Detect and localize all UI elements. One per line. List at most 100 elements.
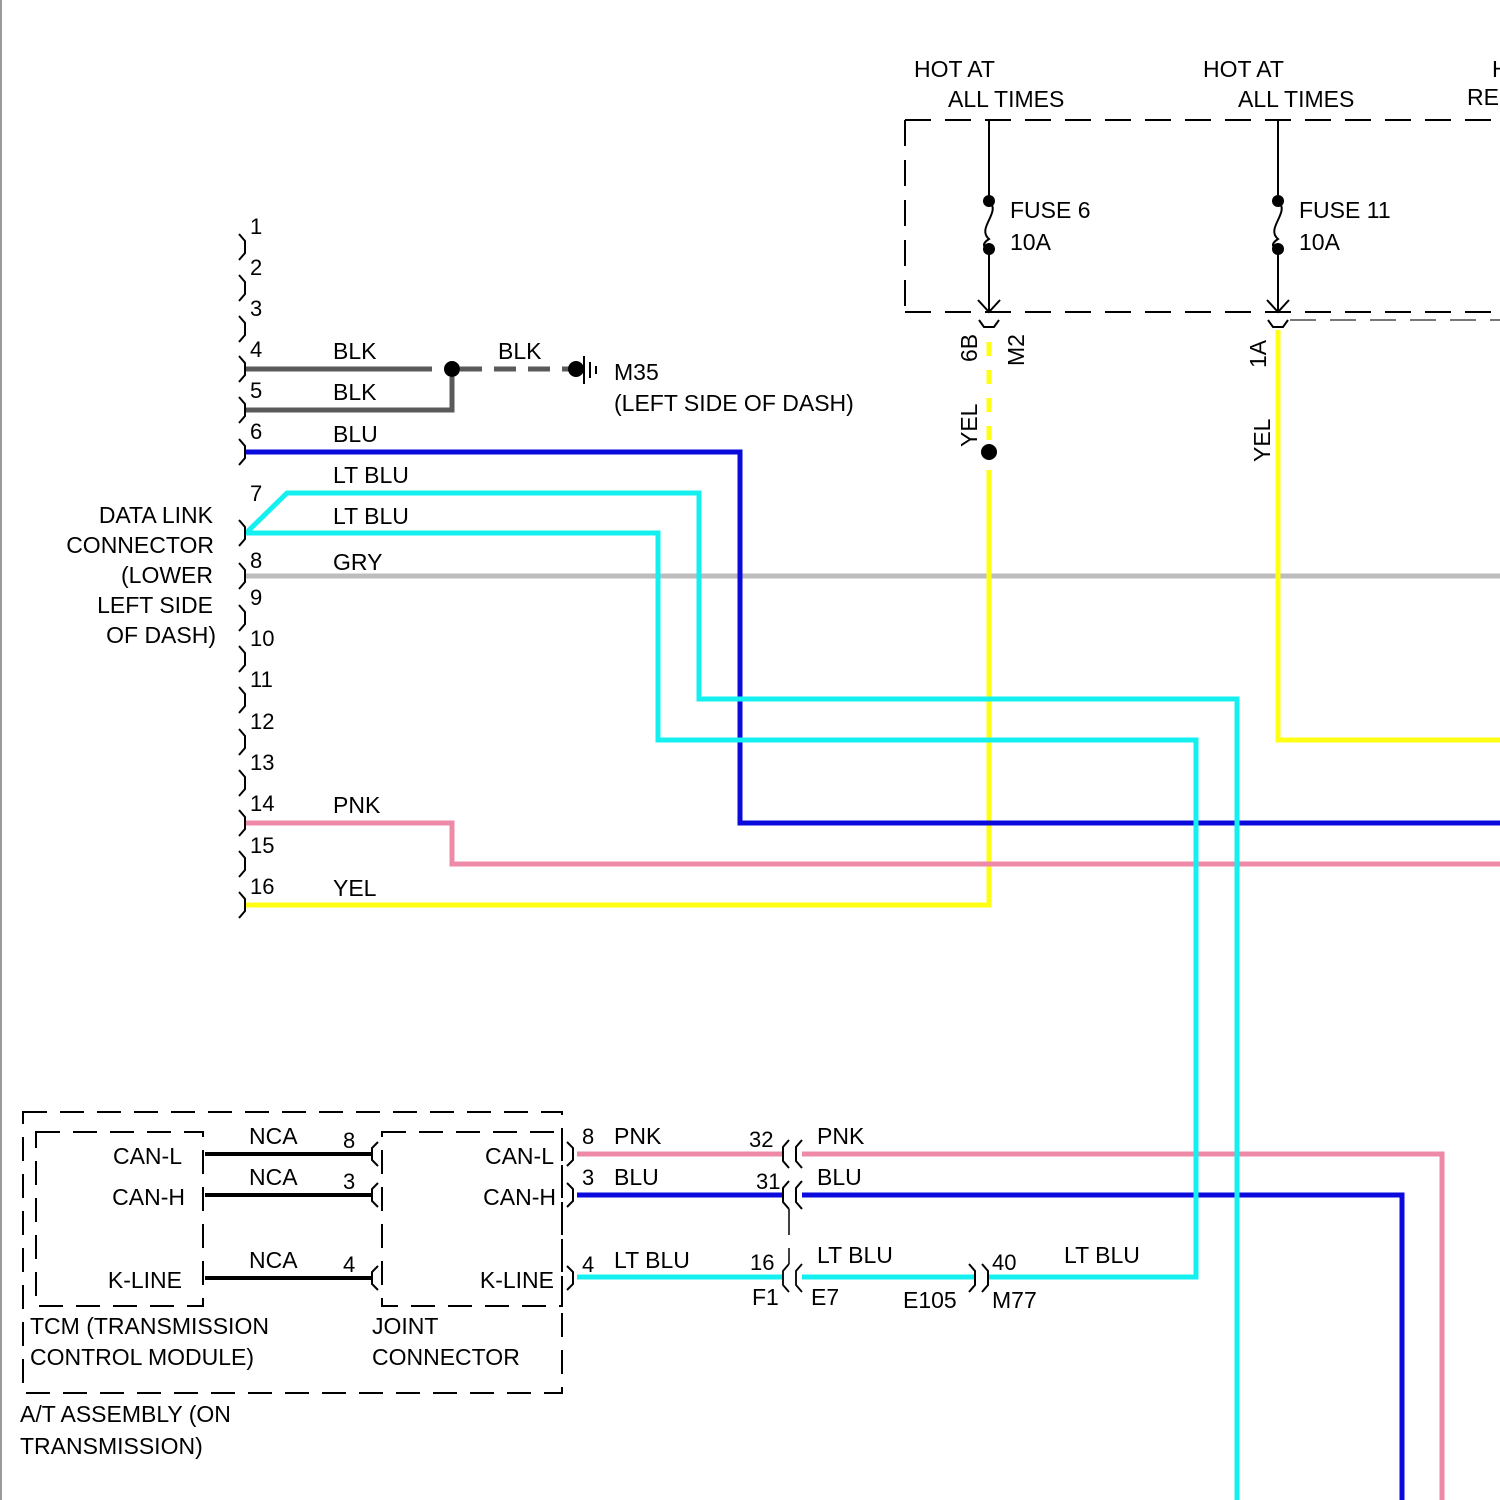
dlc-pin-15: 15	[250, 833, 274, 858]
svg-text:40: 40	[992, 1250, 1016, 1275]
dlc-title-line-2: CONNECTOR	[66, 532, 214, 558]
svg-text:4: 4	[582, 1252, 594, 1277]
dlc-pin-3: 3	[250, 296, 262, 321]
wire-label-pin7b: LT BLU	[333, 503, 409, 529]
dlc-pin-8: 8	[250, 548, 262, 573]
dlc-pin-bracket-icon	[239, 687, 245, 713]
dlc-pin-bracket-icon	[239, 810, 245, 836]
joint-signal-can-l: CAN-L	[485, 1143, 554, 1169]
connector-e7-label: E7	[811, 1284, 839, 1310]
wire-label-pin8: GRY	[333, 549, 382, 575]
svg-text:31: 31	[756, 1169, 780, 1194]
dlc-pin-bracket-icon	[239, 729, 245, 755]
joint-title-line-1: JOINT	[372, 1313, 438, 1339]
data-link-connector: DATA LINK CONNECTOR (LOWER LEFT SIDE OF …	[66, 214, 542, 918]
at-assembly: CAN-L CAN-H K-LINE NCA NCA NCA 8 3 4 CAN…	[23, 1112, 562, 1393]
connector-female-icon	[372, 1142, 378, 1166]
ground-terminal-dot	[568, 361, 584, 377]
wire-label-pin16: YEL	[333, 875, 377, 901]
svg-text:16: 16	[750, 1250, 774, 1275]
wire-label-yel-2: YEL	[1249, 418, 1275, 462]
dlc-title-line-3: (LOWER	[121, 562, 213, 588]
inline-connector-icon	[783, 1140, 802, 1168]
dlc-pin-1: 1	[250, 214, 262, 239]
dlc-pin-13: 13	[250, 750, 274, 775]
dlc-title-line-1: DATA LINK	[99, 502, 214, 528]
tcm-signal-can-l: CAN-L	[113, 1143, 182, 1169]
connector-6b-label: 6B	[956, 334, 982, 362]
splice-dot	[444, 361, 460, 377]
svg-text:3: 3	[343, 1169, 355, 1194]
svg-text:LT BLU: LT BLU	[614, 1247, 690, 1273]
svg-text:BLU: BLU	[614, 1164, 659, 1190]
svg-text:PNK: PNK	[817, 1123, 865, 1149]
fuse-11-symbol	[1273, 201, 1282, 249]
dlc-pin-9: 9	[250, 585, 262, 610]
hot-label-3-partial: H	[1492, 56, 1500, 82]
dlc-pin-11: 11	[250, 667, 273, 692]
joint-title-line-2: CONNECTOR	[372, 1344, 520, 1370]
dlc-pin-5: 5	[250, 378, 262, 403]
connector-f1-label: F1	[752, 1284, 779, 1310]
joint-signal-k-line: K-LINE	[480, 1267, 554, 1293]
connector-e105-label: E105	[903, 1287, 957, 1313]
wire-label-pin14: PNK	[333, 792, 381, 818]
dlc-pin-7: 7	[250, 481, 262, 506]
wire-pnk-pin14	[246, 823, 1500, 864]
fuse-block: HOT AT ALL TIMES HOT AT ALL TIMES H RE F…	[905, 56, 1500, 462]
connector-female-icon	[372, 1183, 378, 1207]
svg-text:3: 3	[582, 1165, 594, 1190]
svg-text:10A: 10A	[1299, 229, 1341, 255]
fuse-6: FUSE 6 10A	[978, 120, 1091, 312]
tcm-title-line-1: TCM (TRANSMISSION	[30, 1313, 269, 1339]
connector-female-icon	[372, 1266, 378, 1290]
svg-text:PNK: PNK	[614, 1123, 662, 1149]
dlc-pin-bracket-icon	[239, 275, 245, 301]
svg-text:NCA: NCA	[249, 1123, 298, 1149]
connector-1a-icon	[1268, 320, 1288, 327]
hot-at-all-times-label-1b: ALL TIMES	[948, 86, 1064, 112]
connector-m2-label: M2	[1003, 334, 1029, 366]
wire-label-yel-1: YEL	[956, 403, 982, 447]
dlc-pin-6: 6	[250, 419, 262, 444]
hot-at-all-times-label-2: HOT AT	[1203, 56, 1284, 82]
tcm-title-line-2: CONTROL MODULE)	[30, 1344, 254, 1370]
wire-pnk-can-l-out	[802, 1154, 1442, 1500]
dlc-pin-bracket-icon	[239, 892, 245, 918]
wire-label-pin6: BLU	[333, 421, 378, 447]
hot-at-all-times-label-2b: ALL TIMES	[1238, 86, 1354, 112]
dlc-title-line-4: LEFT SIDE	[97, 592, 213, 618]
at-assembly-title-2: TRANSMISSION)	[20, 1433, 203, 1459]
tcm-signal-can-h: CAN-H	[112, 1184, 185, 1210]
dlc-pin-4: 4	[250, 337, 262, 362]
dlc-pin-bracket-icon	[239, 316, 245, 342]
svg-text:LT BLU: LT BLU	[1064, 1242, 1140, 1268]
dlc-pin-bracket-icon	[239, 520, 245, 546]
tcm-signal-k-line: K-LINE	[108, 1267, 182, 1293]
hot-at-all-times-label-1: HOT AT	[914, 56, 995, 82]
wire-label-ground: BLK	[498, 338, 542, 364]
wire-blu-pin6	[246, 452, 1500, 823]
inline-connector-icon	[783, 1264, 802, 1292]
svg-text:LT BLU: LT BLU	[817, 1242, 893, 1268]
svg-text:NCA: NCA	[249, 1164, 298, 1190]
at-assembly-title-1: A/T ASSEMBLY (ON	[20, 1401, 231, 1427]
ground-m35: M35 (LEFT SIDE OF DASH)	[444, 356, 854, 416]
svg-text:8: 8	[582, 1124, 594, 1149]
dlc-pin-bracket-icon	[239, 646, 245, 672]
inline-connector-icon	[783, 1181, 802, 1209]
wire-blu-can-h-out	[802, 1195, 1402, 1500]
svg-text:4: 4	[343, 1252, 355, 1277]
dlc-pin-10: 10	[250, 626, 274, 651]
svg-text:FUSE 6: FUSE 6	[1010, 197, 1091, 223]
fuse-6-symbol	[984, 201, 993, 249]
wire-label-pin4: BLK	[333, 338, 377, 364]
dlc-pin-bracket-icon	[239, 234, 245, 260]
svg-text:32: 32	[749, 1127, 773, 1152]
dlc-pin-12: 12	[250, 709, 274, 734]
hot-label-3b-partial: RE	[1467, 84, 1499, 110]
svg-text:10A: 10A	[1010, 229, 1052, 255]
connector-6b-m2-icon	[979, 320, 999, 327]
dlc-pin-14: 14	[250, 791, 274, 816]
